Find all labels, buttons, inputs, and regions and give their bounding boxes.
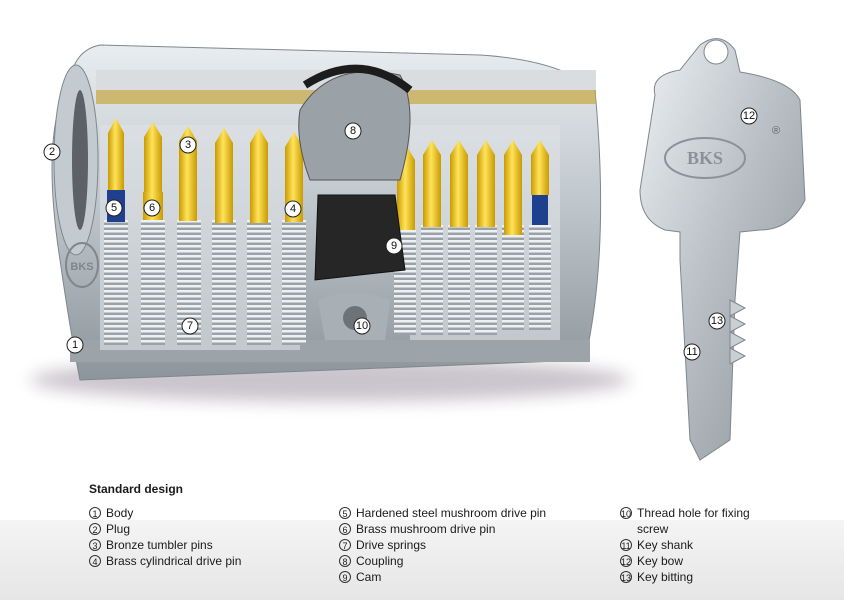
thread-hole: [318, 292, 390, 340]
legend-item: 3 Bronze tumbler pins: [89, 537, 241, 553]
callout-4: 4: [284, 200, 302, 218]
legend-number: 6: [339, 523, 351, 535]
key-bitting: [728, 299, 747, 365]
svg-text:BKS: BKS: [687, 148, 723, 168]
legend-label: Drive springs: [356, 538, 427, 552]
svg-text:3: 3: [185, 139, 191, 151]
legend-label: Hardened steel mushroom drive pin: [356, 506, 547, 520]
svg-text:10: 10: [356, 320, 368, 332]
legend-number: 10: [620, 507, 632, 519]
callout-3: 3: [179, 136, 197, 154]
legend-number: 2: [89, 523, 101, 535]
pin-stack-12: [531, 140, 549, 225]
legend-item: 9 Cam: [339, 569, 546, 585]
pin-stack-11: [504, 140, 522, 235]
drive-springs: [104, 220, 551, 345]
callout-1: 1: [66, 336, 84, 354]
pin-stack-4: [215, 128, 233, 223]
pin-stack-9: [450, 140, 468, 227]
legend-item: 2 Plug: [89, 521, 241, 537]
legend-item: 8 Coupling: [339, 553, 546, 569]
svg-text:11: 11: [686, 346, 697, 358]
cam: [314, 194, 406, 281]
legend-item: 4 Brass cylindrical drive pin: [89, 553, 241, 569]
legend-number: 3: [89, 539, 101, 551]
legend-label: Cam: [356, 570, 382, 584]
plug-face: [53, 64, 99, 256]
legend-label: Key shank: [637, 538, 694, 552]
callout-8: 8: [344, 122, 362, 140]
callout-13: 13: [708, 312, 726, 330]
lock-cylinder-illustration: BKS BKS ® 1 2 3 4 5 6 7 8 9 10 11 12 13: [30, 38, 806, 461]
svg-text:BKS: BKS: [70, 261, 93, 273]
legend-label: Coupling: [356, 554, 404, 568]
legend-column-3: 10 Thread hole for fixing screw 11 Key sha…: [620, 505, 755, 585]
svg-text:1: 1: [72, 339, 78, 351]
legend-label: Key bitting: [637, 570, 694, 584]
legend-number: 1: [89, 507, 101, 519]
svg-text:13: 13: [711, 315, 723, 327]
svg-text:5: 5: [111, 202, 117, 214]
legend-label: Brass mushroom drive pin: [356, 522, 496, 536]
legend-label: Key bow: [637, 554, 684, 568]
legend-label: Bronze tumbler pins: [106, 538, 213, 552]
svg-text:2: 2: [49, 146, 55, 158]
callout-11: 11: [683, 343, 701, 361]
legend-column-1: 1 Body 2 Plug 3 Bronze tumbler pins 4 Brass …: [89, 505, 241, 569]
svg-text:8: 8: [350, 125, 356, 137]
legend-number: 13: [620, 571, 632, 583]
legend-item: 7 Drive springs: [339, 537, 546, 553]
bks-logo-key: BKS: [664, 137, 746, 179]
registered-mark: ®: [772, 125, 780, 137]
svg-text:12: 12: [743, 110, 755, 122]
legend-item: 10 Thread hole for fixing screw: [620, 505, 755, 537]
callout-12: 12: [740, 107, 758, 125]
legend-label: Body: [106, 506, 134, 520]
legend-title: Standard design: [89, 482, 184, 496]
legend-label: Thread hole for fixing screw: [637, 506, 750, 536]
legend-label: Brass cylindrical drive pin: [106, 554, 242, 568]
legend-label: Plug: [106, 522, 131, 536]
legend-number: 11: [620, 539, 632, 551]
pin-stack-10: [477, 140, 495, 227]
legend-number: 4: [89, 555, 101, 567]
callout-10: 10: [353, 317, 371, 335]
pin-stack-6: [285, 132, 303, 222]
svg-text:6: 6: [149, 202, 155, 214]
legend-number: 12: [620, 555, 632, 567]
legend-number: 8: [339, 555, 351, 567]
pin-stack-5: [250, 128, 268, 223]
legend-number: 9: [339, 571, 351, 583]
legend-item: 12 Key bow: [620, 553, 755, 569]
legend-item: 5 Hardened steel mushroom drive pin: [339, 505, 546, 521]
legend-background: [0, 520, 844, 600]
callout-7: 7: [181, 317, 199, 335]
svg-text:4: 4: [290, 203, 296, 215]
callout-9: 9: [385, 237, 403, 255]
legend-item: 1 Body: [89, 505, 241, 521]
key: BKS ®: [639, 38, 806, 461]
legend-item: 6 Brass mushroom drive pin: [339, 521, 546, 537]
callout-5: 5: [105, 199, 123, 217]
legend-number: 7: [339, 539, 351, 551]
bks-logo-body: BKS: [65, 242, 99, 288]
legend-number: 5: [339, 507, 351, 519]
svg-text:9: 9: [391, 240, 397, 252]
callout-6: 6: [143, 199, 161, 217]
legend-item: 11 Key shank: [620, 537, 755, 553]
legend-item: 13 Key bitting: [620, 569, 755, 585]
callout-2: 2: [43, 143, 61, 161]
svg-text:7: 7: [187, 320, 193, 332]
pin-stack-8: [423, 140, 441, 227]
legend-column-2: 5 Hardened steel mushroom drive pin 6 Bras…: [339, 505, 546, 585]
